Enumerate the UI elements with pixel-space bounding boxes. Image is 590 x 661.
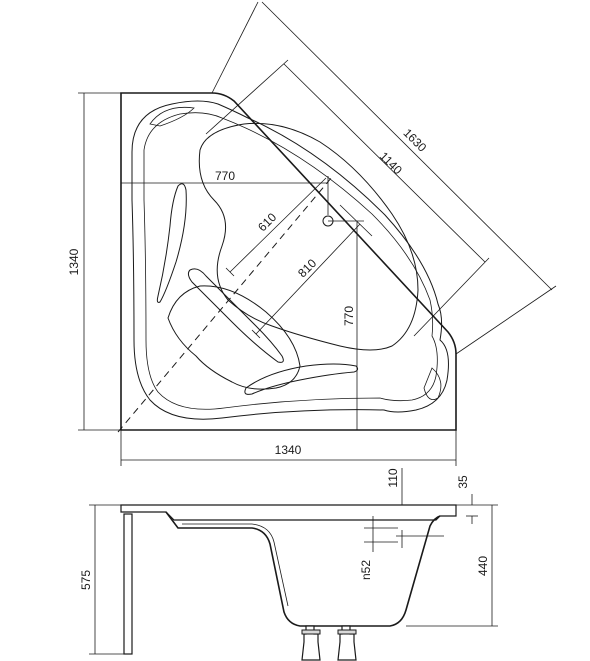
top-view-basin-outline [198, 122, 419, 351]
dim-height-575: 575 [79, 570, 93, 590]
top-view: 1340 1340 1630 1140 770 610 810 770 [67, 1, 557, 466]
dim-width-770-top: 770 [215, 169, 235, 183]
top-view-centerline [117, 176, 333, 433]
side-view: 575 440 110 35 n52 [79, 468, 498, 661]
side-view-rim [120, 504, 457, 521]
dim-side-left: 1340 [67, 248, 81, 275]
side-view-body [165, 511, 441, 627]
dim-diagonal-outer: 1630 [400, 126, 429, 155]
side-view-skirt-panel [123, 513, 133, 655]
dim-depth-610: 610 [255, 210, 279, 234]
top-view-armrest-left [156, 183, 187, 303]
side-view-inner-line [182, 523, 289, 607]
top-view-armrest-diagonal [187, 268, 284, 363]
dim-side-bottom: 1340 [275, 443, 302, 457]
dim-length-810: 810 [295, 256, 319, 280]
top-view-headrest-right [423, 367, 442, 401]
dim-height-770-right: 770 [342, 306, 356, 326]
dim-rim-110: 110 [386, 468, 400, 487]
dim-height-440: 440 [476, 556, 490, 576]
top-view-rim-outline [131, 100, 449, 420]
dim-n52: n52 [359, 560, 373, 580]
top-view-seat-outline [167, 285, 301, 390]
top-view-outer-outline [120, 92, 457, 431]
dim-diagonal-inner: 1140 [377, 149, 405, 177]
top-view-headrest-top [149, 106, 195, 127]
top-view-rim-inner-line [143, 112, 438, 410]
top-view-armrest-bottom [244, 363, 359, 395]
dim-rim-35: 35 [456, 475, 470, 489]
